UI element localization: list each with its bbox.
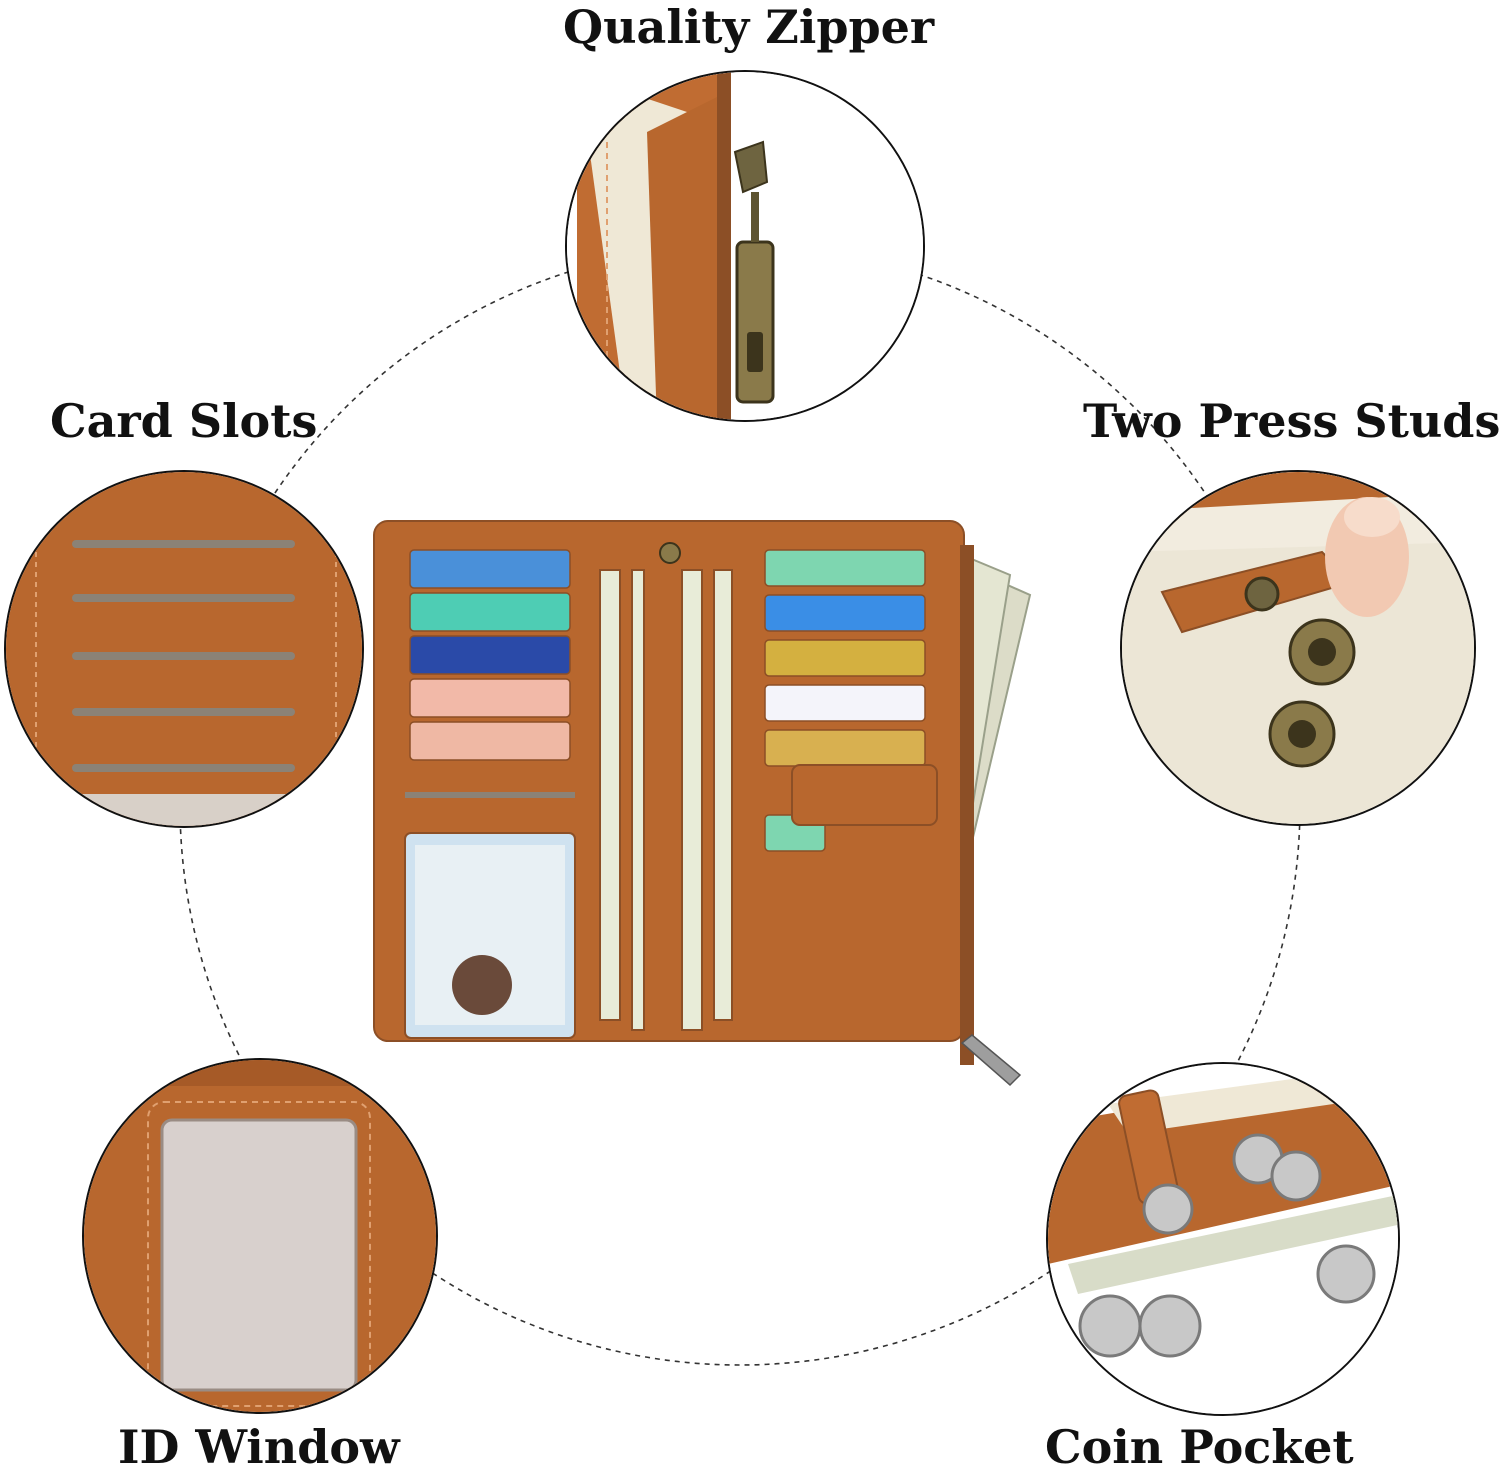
zipper-detail-circle bbox=[565, 70, 925, 422]
coin-icon bbox=[1138, 1294, 1202, 1358]
right-card-stack bbox=[764, 549, 926, 852]
card-icon bbox=[764, 729, 926, 767]
snap-button-icon bbox=[1288, 618, 1356, 686]
coin-icon bbox=[1142, 1183, 1194, 1235]
card-icon bbox=[409, 549, 571, 589]
card-icon bbox=[409, 721, 571, 761]
label-two-press-studs: Two Press Studs bbox=[1083, 394, 1500, 448]
coin-icon bbox=[1270, 1150, 1322, 1202]
snap-button-icon bbox=[1268, 700, 1336, 768]
label-quality-zipper: Quality Zipper bbox=[563, 0, 935, 54]
left-card-stack bbox=[409, 549, 571, 761]
zipper-pull-icon bbox=[733, 140, 775, 404]
label-card-slots: Card Slots bbox=[50, 394, 318, 448]
card-icon bbox=[409, 635, 571, 675]
card-icon bbox=[409, 678, 571, 718]
banknote-icon bbox=[1068, 1194, 1398, 1294]
card-icon bbox=[764, 639, 926, 677]
card-slots-detail-circle bbox=[4, 470, 364, 828]
label-coin-pocket: Coin Pocket bbox=[1045, 1420, 1354, 1474]
coin-icon bbox=[1078, 1294, 1142, 1358]
card-icon bbox=[409, 592, 571, 632]
id-window-detail-circle bbox=[82, 1058, 438, 1414]
card-icon bbox=[764, 549, 926, 587]
card-icon bbox=[764, 594, 926, 632]
press-studs-detail-circle bbox=[1120, 470, 1476, 826]
card-icon bbox=[764, 684, 926, 722]
coin-icon bbox=[1316, 1244, 1376, 1304]
label-id-window: ID Window bbox=[118, 1420, 400, 1474]
open-wallet-illustration bbox=[373, 520, 1032, 1087]
coin-pocket-detail-circle bbox=[1046, 1062, 1400, 1416]
